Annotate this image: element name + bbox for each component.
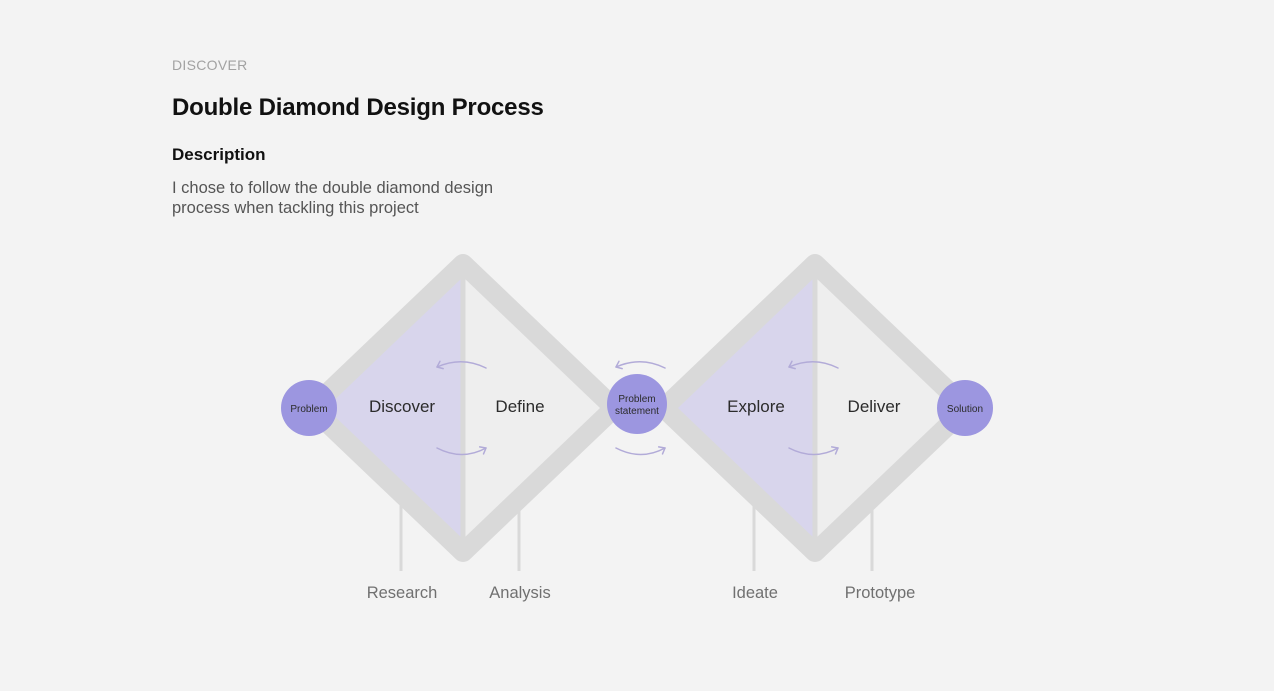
arrow-icon bbox=[615, 360, 666, 370]
node-problem-statement-label-line1: Problem bbox=[618, 394, 655, 405]
activity-label-analysis: Analysis bbox=[489, 584, 550, 602]
description-body: I chose to follow the double diamond des… bbox=[172, 179, 494, 217]
arrow-icon bbox=[615, 446, 666, 456]
iteration-arrows bbox=[436, 360, 839, 456]
node-solution-label: Solution bbox=[947, 404, 983, 415]
stage-label-discover: Discover bbox=[369, 397, 435, 416]
node-problem-statement-circle bbox=[607, 374, 667, 434]
diamond-2-converge-half bbox=[815, 277, 952, 539]
stage-label-explore: Explore bbox=[727, 397, 785, 416]
node-problem-label: Problem bbox=[290, 404, 327, 415]
arrow-icon bbox=[788, 446, 839, 456]
arrow-icon bbox=[788, 360, 839, 370]
activity-label-prototype: Prototype bbox=[845, 584, 916, 602]
diamond-1-converge-half bbox=[463, 277, 600, 539]
activity-label-research: Research bbox=[367, 584, 438, 602]
stage-label-deliver: Deliver bbox=[848, 397, 901, 416]
activity-label-ideate: Ideate bbox=[732, 584, 778, 602]
diamond-1-frame bbox=[302, 254, 624, 562]
arrow-icon bbox=[436, 446, 487, 456]
node-problem-circle bbox=[281, 380, 337, 436]
node-solution: Solution bbox=[937, 380, 993, 436]
page-title: Double Diamond Design Process bbox=[172, 94, 544, 121]
node-solution-circle bbox=[937, 380, 993, 436]
diamond-1-diverge-half bbox=[326, 277, 463, 539]
section-eyebrow: DISCOVER bbox=[172, 57, 248, 73]
description-heading: Description bbox=[172, 145, 266, 164]
activity-connectors bbox=[399, 505, 874, 571]
arrow-icon bbox=[436, 360, 487, 370]
diamond-2-frame bbox=[654, 254, 976, 562]
diamond-1 bbox=[302, 254, 624, 562]
stage-label-define: Define bbox=[495, 397, 544, 416]
diamond-2 bbox=[654, 254, 976, 562]
diamond-2-diverge-half bbox=[678, 277, 815, 539]
node-problem-statement: Problem statement bbox=[607, 374, 667, 434]
node-problem-statement-label-line2: statement bbox=[615, 406, 659, 417]
node-problem: Problem bbox=[281, 380, 337, 436]
